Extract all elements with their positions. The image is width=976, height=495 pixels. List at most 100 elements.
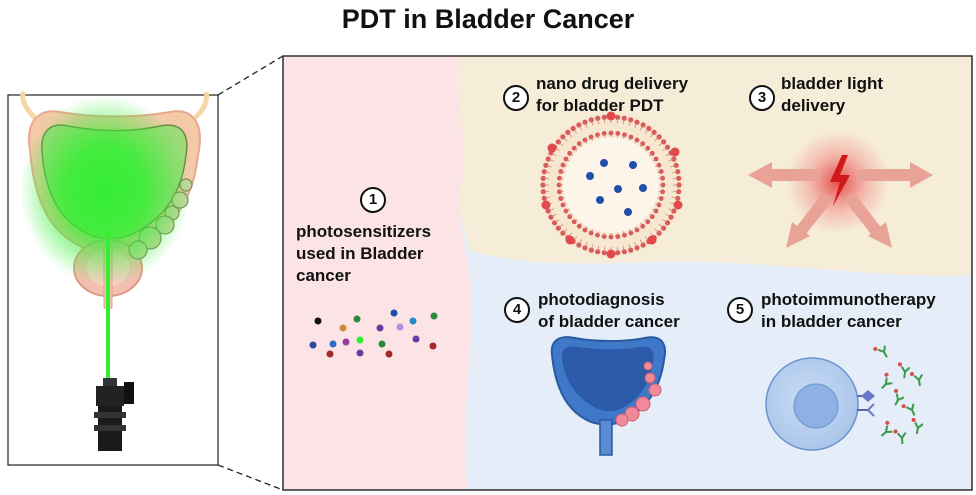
lipid-head (634, 137, 640, 143)
lipid-head (634, 227, 640, 233)
surface-ligands (541, 111, 683, 259)
lipid-head (557, 189, 562, 195)
antibody-icon (881, 372, 893, 390)
lipid-head (621, 115, 627, 121)
lipid-head (676, 189, 682, 195)
lipid-head (628, 117, 634, 123)
lipid-head (640, 242, 646, 248)
lipid-head (558, 196, 564, 201)
lipid-head (582, 119, 588, 125)
lipid-head (628, 247, 634, 253)
molecule-dots (309, 309, 438, 358)
lipid-head (588, 134, 594, 140)
section-5-label-line1: photoimmunotherapy (761, 290, 936, 309)
drug-molecules (586, 159, 647, 216)
lipid-head (660, 175, 665, 181)
panel-border (282, 55, 973, 491)
lipid-head (543, 162, 549, 168)
lipid-head (653, 208, 659, 214)
lipid-head (601, 114, 607, 120)
lipid-head (615, 234, 621, 240)
lipid-head (656, 202, 662, 208)
lipid-head (615, 131, 621, 136)
lipid-head (540, 182, 546, 188)
lipid-head (563, 156, 569, 162)
lightning-icon (830, 155, 850, 206)
antibody-icon (893, 429, 907, 445)
lipid-head (615, 114, 621, 120)
lipid-head (545, 208, 551, 214)
bladder-diagnosis-icon (550, 336, 666, 456)
right-ureter (193, 91, 210, 120)
panel-beige-region (457, 56, 972, 276)
lipid-head (646, 125, 652, 132)
camera-icon (94, 378, 134, 451)
antibody-icon (911, 417, 924, 435)
lipid-head (595, 115, 601, 121)
zoom-line-bottom (217, 464, 284, 491)
section-5-label-line2: in bladder cancer (761, 312, 902, 331)
lipid-head (628, 230, 634, 236)
lipid-head (675, 195, 681, 201)
section-3-label-line1: bladder light (781, 74, 883, 93)
lipid-head (660, 189, 665, 195)
lipid-head (551, 220, 558, 226)
lipid-head (608, 130, 614, 136)
section-2-label-line1: nano drug delivery (536, 74, 689, 93)
lipid-head (582, 227, 588, 233)
left-ureter (20, 90, 37, 120)
lipid-head (576, 242, 582, 248)
lipid-head (658, 169, 664, 174)
light-delivery-icon (748, 130, 933, 248)
lipid-head (601, 250, 607, 256)
lipid-head (563, 208, 569, 214)
section-2-number: 2 (503, 85, 529, 111)
antibody-icons (873, 345, 924, 445)
lipid-head (548, 214, 554, 220)
section-1-label-line1: photosensitizers (296, 222, 432, 241)
lipid-head (658, 196, 664, 201)
lipid-head (640, 122, 646, 128)
diagnosis-tumors (615, 361, 662, 427)
lipid-head (560, 162, 566, 168)
lipid-head (664, 220, 671, 226)
lipid-head (676, 182, 682, 188)
light-arrowheads (748, 162, 933, 248)
lipid-head (622, 232, 627, 238)
section-2-label-line2: for bladder PDT (536, 96, 664, 115)
lipid-head (595, 232, 600, 238)
lipid-head (615, 250, 621, 256)
lipid-head (541, 169, 547, 175)
lipid-head (588, 247, 594, 253)
lipid-head (558, 169, 564, 174)
lipid-head (541, 195, 547, 201)
zoom-line-top (217, 55, 284, 96)
lipid-head (668, 214, 674, 220)
antibody-icon (909, 372, 924, 387)
lipid-head (588, 117, 594, 123)
antibody-icon (893, 389, 905, 406)
section-5-number: 5 (727, 297, 753, 323)
lipid-head (556, 182, 562, 188)
lipid-head (557, 175, 562, 181)
lipid-head (675, 169, 681, 175)
section-4-label-line1: photodiagnosis (538, 290, 665, 309)
lipid-head (628, 134, 634, 140)
lipid-head (601, 234, 607, 240)
antibody-icon (880, 420, 893, 437)
lipid-head (601, 131, 607, 136)
section-4-number: 4 (504, 297, 530, 323)
lipid-head (608, 234, 614, 240)
section-1-label-line2: used in Bladder (296, 244, 424, 263)
lipid-head (671, 208, 677, 214)
figure-title: PDT in Bladder Cancer (341, 4, 635, 34)
lipid-head (540, 175, 546, 181)
section-3-number: 3 (749, 85, 775, 111)
lipid-head (634, 119, 640, 125)
lipid-inner-layer (556, 130, 666, 240)
lipid-outer-layer (540, 114, 682, 256)
light-arrows (764, 169, 921, 238)
immune-cell-icon (765, 357, 875, 451)
laser-glow (20, 95, 190, 285)
lipid-head (676, 175, 682, 181)
